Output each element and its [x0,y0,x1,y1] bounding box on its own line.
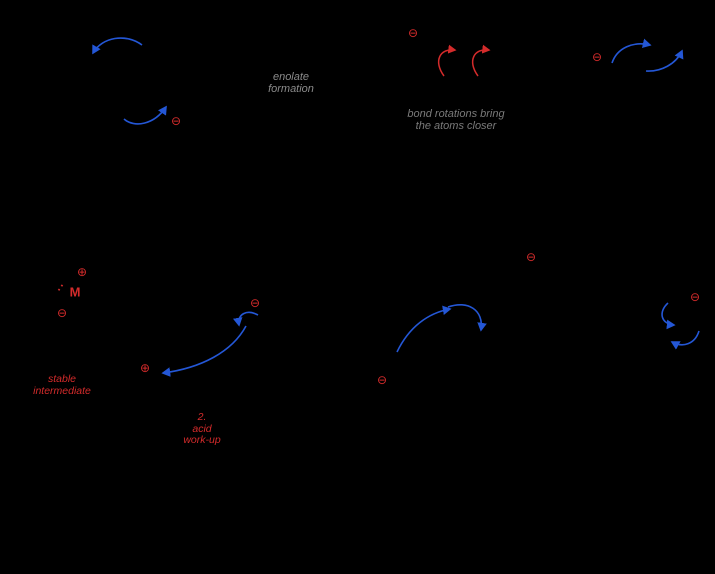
metal-label: M [69,284,81,300]
minus-charge-center: ⊖ [249,296,261,310]
red-rotation-arrow-2 [471,44,491,77]
minus-charge-topright: ⊖ [591,50,603,64]
enolate-formation-line1: enolate [272,71,310,83]
enolate-formation-label: enolate formation [241,71,341,95]
enolate-formation-line2: formation [268,83,314,95]
minus-charge-topleft: ⊖ [170,114,182,128]
minus-charge-right: ⊖ [689,290,701,304]
bond-rotation-line1: bond rotations bring [407,108,505,120]
blue-curved-arrow-right-1 [661,302,676,330]
blue-curved-arrow-topright-2 [645,49,684,72]
minus-charge-topcenter: ⊖ [407,26,419,40]
bond-rotation-label: bond rotations bring the atoms closer [386,108,526,132]
plus-charge-intermediate: ⊕ [139,361,151,375]
blue-curved-arrow-topleft-1 [92,37,143,55]
acid-workup-label: 2. acid work-up [162,411,242,447]
blue-curved-arrow-cyclization-1 [396,305,452,353]
stable-intermediate-label: stable intermediate [17,373,107,397]
blue-curved-arrow-topleft-2 [123,105,167,125]
bond-rotation-line2: the atoms closer [415,120,497,132]
minus-charge-bottomcenter: ⊖ [376,373,388,387]
acid-workup-line2: acid [192,422,212,435]
minus-charge-metal: ⊖ [56,306,68,320]
blue-curved-arrow-right-2 [670,330,700,350]
plus-charge-metal: ⊕ [76,265,88,279]
blue-curved-arrow-center-curl [232,311,259,327]
blue-curved-arrow-topright-1 [611,38,652,64]
blue-curved-arrow-to-intermediate [161,325,247,377]
acid-workup-line1: 2. [197,411,207,423]
red-rotation-arrow-1 [437,44,457,77]
stable-intermediate-line2: intermediate [33,384,91,397]
blue-curved-arrow-cyclization-2 [447,304,487,332]
minus-charge-midright: ⊖ [525,250,537,264]
stable-intermediate-line1: stable [47,373,77,385]
acid-workup-line3: work-up [183,434,221,446]
